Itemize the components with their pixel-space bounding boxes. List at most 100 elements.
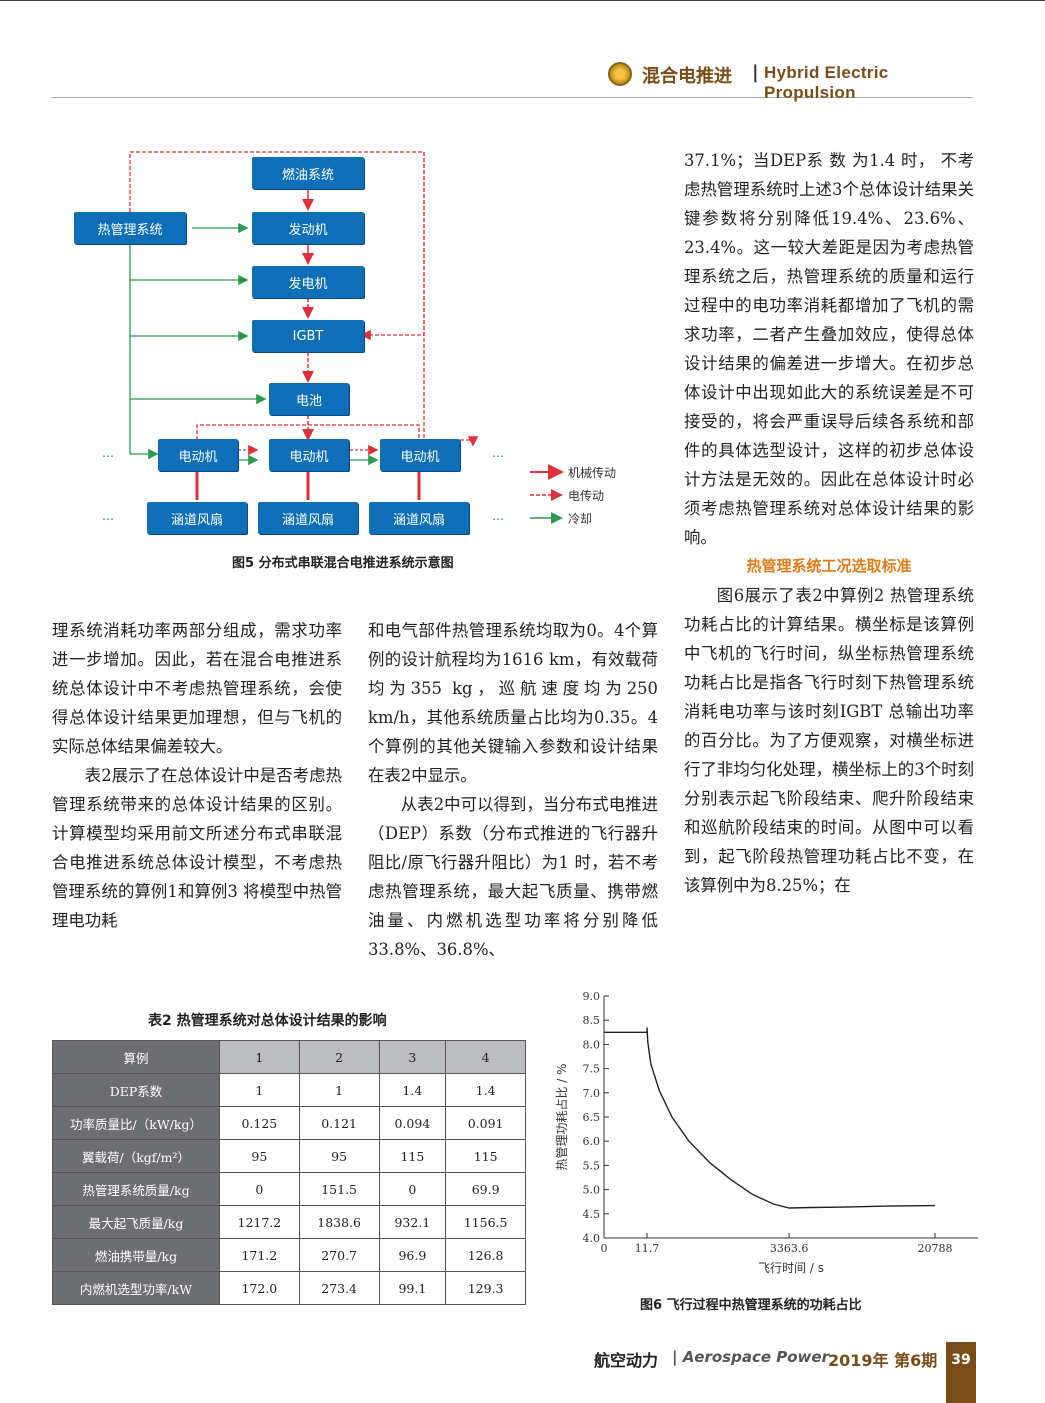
y-tick-label: 6.5 xyxy=(583,1111,601,1124)
x-tick-label: 11.7 xyxy=(635,1242,660,1255)
page-header: 混合电推进 | Hybrid Electric Propulsion xyxy=(52,58,972,102)
y-tick-label: 5.5 xyxy=(583,1159,601,1172)
table2-cell: 129.3 xyxy=(445,1271,526,1305)
table2-cell: 270.7 xyxy=(298,1238,380,1272)
node-fan-1: 涵道风扇 xyxy=(147,502,247,534)
table2-row-label: 功率质量比/（kW/kg） xyxy=(52,1106,220,1140)
node-engine: 发动机 xyxy=(252,212,364,244)
node-battery: 电池 xyxy=(269,383,349,415)
table2-header-cell: 2 xyxy=(298,1040,380,1074)
col2-paragraph-1: 和电气部件热管理系统均取为0。4个算例的设计航程均为1616 km，有效载荷均为… xyxy=(368,621,658,785)
table2-cell: 1 xyxy=(219,1073,300,1107)
footer-journal-en: | Aerospace Power xyxy=(672,1348,829,1366)
ellipsis-right-motors: … xyxy=(492,446,504,460)
col2-paragraph-2: 从表2中可以得到，当分布式电推进（DEP）系数（分布式推进的飞行器升阻比/原飞行… xyxy=(368,795,658,959)
table2-row-label: 翼载荷/（kgf/m²） xyxy=(52,1139,220,1173)
table2-row-label: 最大起飞质量/kg xyxy=(52,1205,220,1239)
col3-subheading: 热管理系统工况选取标准 xyxy=(746,557,912,575)
column-2: 和电气部件热管理系统均取为0。4个算例的设计航程均为1616 km，有效载荷均为… xyxy=(368,616,658,964)
table2-cell: 171.2 xyxy=(219,1238,300,1272)
table2-row-label: 内燃机选型功率/kW xyxy=(52,1271,220,1305)
table2-row-label: DEP系数 xyxy=(52,1073,220,1107)
table2-cell: 96.9 xyxy=(378,1238,447,1272)
y-axis-label: 热管理功耗占比 / % xyxy=(554,1063,569,1170)
page-number: 39 xyxy=(946,1342,976,1403)
y-tick-label: 8.0 xyxy=(583,1038,601,1051)
table2-header-cell: 1 xyxy=(219,1040,300,1074)
table2-cell: 0 xyxy=(219,1172,300,1206)
series-line xyxy=(604,1027,935,1209)
table2-cell: 99.1 xyxy=(378,1271,447,1305)
table2-cell: 932.1 xyxy=(378,1205,447,1239)
node-motor-2: 电动机 xyxy=(269,439,349,471)
table2-caption: 表2 热管理系统对总体设计结果的影响 xyxy=(148,1013,387,1029)
table2-cell: 1.4 xyxy=(378,1073,447,1107)
column-1: 理系统消耗功率两部分组成，需求功率进一步增加。因此，若在混合电推进系统总体设计中… xyxy=(52,616,342,935)
table2-cell: 0.121 xyxy=(298,1106,380,1140)
table2-cell: 0.094 xyxy=(378,1106,447,1140)
table2-cell: 115 xyxy=(445,1139,526,1173)
legend-electric: 电传动 xyxy=(568,489,605,503)
y-tick-label: 9.0 xyxy=(583,990,601,1003)
table2-cell: 1838.6 xyxy=(298,1205,380,1239)
y-tick-label: 8.5 xyxy=(583,1014,601,1027)
node-thermal-management: 热管理系统 xyxy=(74,212,186,244)
figure5-diagram: 燃油系统 热管理系统 发动机 发电机 IGBT 电池 电动机 电动机 电动机 涵… xyxy=(52,140,642,540)
node-fuel-system: 燃油系统 xyxy=(252,157,364,189)
node-fan-3: 涵道风扇 xyxy=(369,502,469,534)
node-motor-1: 电动机 xyxy=(158,439,238,471)
y-tick-label: 6.0 xyxy=(583,1135,601,1148)
ellipsis-left-motors: … xyxy=(102,446,114,460)
x-tick-label: 20788 xyxy=(917,1242,952,1255)
table2-cell: 1.4 xyxy=(445,1073,526,1107)
ellipsis-right-fans: … xyxy=(492,509,504,523)
table2-header-cell: 4 xyxy=(445,1040,526,1074)
table2-cell: 1156.5 xyxy=(445,1205,526,1239)
table2-cell: 126.8 xyxy=(445,1238,526,1272)
ellipsis-left-fans: … xyxy=(102,509,114,523)
header-title-cn: 混合电推进 xyxy=(642,66,732,87)
top-rule xyxy=(0,0,1045,1)
footer-issue: 2019年 第6期 xyxy=(828,1351,938,1370)
table2-row-label: 热管理系统质量/kg xyxy=(52,1172,220,1206)
table2-header-cell: 算例 xyxy=(52,1040,220,1074)
table2-cell: 69.9 xyxy=(445,1172,526,1206)
col3-paragraph-2: 图6展示了表2中算例2 热管理系统功耗占比的计算结果。横坐标是该算例中飞机的飞行… xyxy=(684,586,974,895)
y-tick-label: 5.0 xyxy=(583,1184,601,1197)
x-tick-label: 0 xyxy=(601,1242,608,1255)
table2-header-cell: 3 xyxy=(378,1040,447,1074)
x-tick-label: 3363.6 xyxy=(770,1242,809,1255)
node-generator: 发电机 xyxy=(252,266,364,298)
table2-cell: 95 xyxy=(219,1139,300,1173)
header-separator: | xyxy=(752,62,759,83)
y-tick-label: 7.0 xyxy=(583,1087,601,1100)
node-fan-2: 涵道风扇 xyxy=(258,502,358,534)
figure5-caption: 图5 分布式串联混合电推进系统示意图 xyxy=(232,556,454,571)
table2-cell: 95 xyxy=(298,1139,380,1173)
col3-paragraph-1: 37.1%；当DEP系 数 为1.4 时， 不考虑热管理系统时上述3个总体设计结… xyxy=(684,151,974,547)
table2-cell: 172.0 xyxy=(219,1271,300,1305)
footer-journal-cn: 航空动力 xyxy=(594,1351,659,1370)
y-tick-label: 4.5 xyxy=(583,1208,601,1221)
node-igbt: IGBT xyxy=(252,320,364,352)
figure6-caption: 图6 飞行过程中热管理系统的功耗占比 xyxy=(640,1298,862,1313)
column-3: 37.1%；当DEP系 数 为1.4 时， 不考虑热管理系统时上述3个总体设计结… xyxy=(684,146,974,900)
table2-cell: 151.5 xyxy=(298,1172,380,1206)
table2-cell: 0.125 xyxy=(219,1106,300,1140)
table2-cell: 1217.2 xyxy=(219,1205,300,1239)
y-tick-label: 7.5 xyxy=(583,1063,601,1076)
table2-cell: 0 xyxy=(378,1172,447,1206)
node-motor-3: 电动机 xyxy=(380,439,460,471)
journal-logo-icon xyxy=(608,62,632,86)
